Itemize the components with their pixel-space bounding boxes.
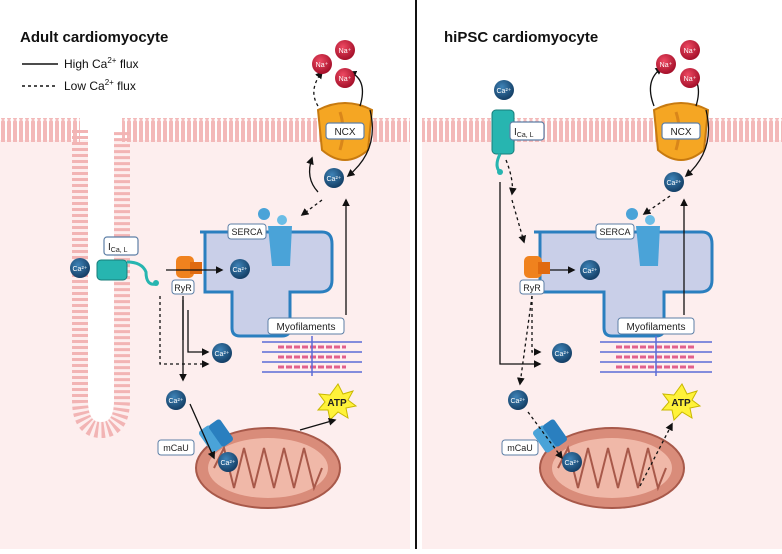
- legend-high-flux: High Ca2+ flux: [64, 56, 139, 71]
- hipsc-na-ions: Na⁺ Na⁺ Na⁺: [656, 40, 700, 88]
- svg-text:Ca²⁺: Ca²⁺: [511, 398, 526, 405]
- svg-text:Ca²⁺: Ca²⁺: [233, 267, 248, 274]
- adult-atp-burst: [316, 383, 358, 422]
- svg-text:Na⁺: Na⁺: [684, 76, 697, 83]
- adult-ryr-label: RyR: [174, 283, 192, 293]
- hipsc-myofilaments: [600, 336, 712, 376]
- adult-ica-label: ICa, L: [108, 242, 128, 254]
- adult-atp-label: ATP: [327, 398, 347, 409]
- hipsc-ryr-channel: [519, 256, 550, 295]
- hipsc-atp-label: ATP: [671, 398, 691, 409]
- svg-text:Ca²⁺: Ca²⁺: [497, 88, 512, 95]
- hipsc-ca-ion-mito-entry: [508, 390, 528, 410]
- hipsc-low-flux-arrows: [505, 159, 673, 487]
- adult-ca-ions: Ca²⁺ Ca²⁺ Ca²⁺ Ca²⁺ Ca²⁺ Ca²⁺: [70, 168, 344, 472]
- adult-na-ions: Na⁺ Na⁺ Na⁺: [312, 40, 355, 88]
- hipsc-ryr-label: RyR: [523, 283, 541, 293]
- hipsc-atp-burst: [660, 383, 702, 422]
- svg-text:Ca²⁺: Ca²⁺: [221, 460, 236, 467]
- hipsc-serca-pump: [626, 208, 660, 266]
- hipsc-myofilaments-label: Myofilaments: [627, 322, 686, 333]
- adult-ncx-label-box: [325, 122, 365, 140]
- hipsc-ca-ion-cytosol: [552, 343, 572, 363]
- adult-l-type-channel: [96, 259, 159, 286]
- hipsc-serca-label: SERCA: [599, 227, 630, 237]
- adult-mitochondrion: [195, 427, 341, 509]
- hipsc-ca-ion-extracellular: [494, 80, 514, 100]
- svg-text:Ca²⁺: Ca²⁺: [565, 460, 580, 467]
- adult-ca-ion-ncx: [324, 168, 344, 188]
- adult-membrane-left: [0, 118, 80, 142]
- svg-text:Na⁺: Na⁺: [316, 62, 329, 69]
- adult-ca-ion-mito-entry: [166, 390, 186, 410]
- adult-panel: NCX ICa, L RyR SERCA: [0, 29, 410, 549]
- svg-text:Na⁺: Na⁺: [660, 62, 673, 69]
- adult-mcau-label: mCaU: [163, 443, 189, 453]
- adult-ica-label-box: [103, 236, 139, 256]
- hipsc-mcau-label: mCaU: [507, 443, 533, 453]
- svg-text:Na⁺: Na⁺: [339, 76, 352, 83]
- adult-panel-title: Adult cardiomyocyte: [20, 29, 168, 46]
- svg-text:Ca²⁺: Ca²⁺: [169, 398, 184, 405]
- svg-text:Ca²⁺: Ca²⁺: [583, 268, 598, 275]
- adult-ca-ion-extracellular: [70, 258, 90, 278]
- adult-myofilaments-label: Myofilaments: [277, 322, 336, 333]
- svg-text:Na⁺: Na⁺: [339, 48, 352, 55]
- hipsc-ca-ion-matrix: [562, 452, 582, 472]
- legend: High Ca2+ flux Low Ca2+ flux: [22, 56, 139, 93]
- adult-ca-ion-matrix: [218, 452, 238, 472]
- svg-text:Ca²⁺: Ca²⁺: [667, 180, 682, 187]
- adult-serca-pump: [258, 208, 292, 266]
- hipsc-panel: NCX ICa, L RyR SERCA: [422, 29, 782, 549]
- hipsc-ca-ion-sr: [580, 260, 600, 280]
- svg-text:Ca²⁺: Ca²⁺: [73, 266, 88, 273]
- svg-text:Na⁺: Na⁺: [684, 48, 697, 55]
- adult-ca-ion-sr: [230, 259, 250, 279]
- adult-serca-label: SERCA: [231, 227, 262, 237]
- hipsc-membrane: [422, 118, 782, 142]
- adult-mcau-channel: [198, 419, 234, 453]
- adult-myofilaments: [262, 336, 362, 376]
- adult-t-tubule-lumen: [88, 140, 114, 422]
- hipsc-ca-ion-ncx: [664, 172, 684, 192]
- svg-text:Ca²⁺: Ca²⁺: [555, 351, 570, 358]
- adult-ncx-label: NCX: [334, 127, 355, 138]
- hipsc-mitochondrion: [539, 427, 685, 509]
- hipsc-mcau-channel: [532, 419, 568, 453]
- adult-low-flux-arrows: [159, 70, 323, 368]
- adult-ca-ion-cytosol: [212, 343, 232, 363]
- svg-text:Ca²⁺: Ca²⁺: [215, 351, 230, 358]
- svg-text:Ca²⁺: Ca²⁺: [327, 176, 342, 183]
- adult-ryr-channel: [171, 256, 202, 295]
- hipsc-panel-title: hiPSC cardiomyocyte: [444, 29, 598, 46]
- hipsc-ncx-label: NCX: [670, 127, 691, 138]
- legend-low-flux: Low Ca2+ flux: [64, 78, 136, 93]
- hipsc-ca-ions: Ca²⁺ Ca²⁺ Ca²⁺ Ca²⁺ Ca²⁺ Ca²⁺: [494, 80, 684, 472]
- hipsc-ica-label: ICa, L: [514, 127, 534, 139]
